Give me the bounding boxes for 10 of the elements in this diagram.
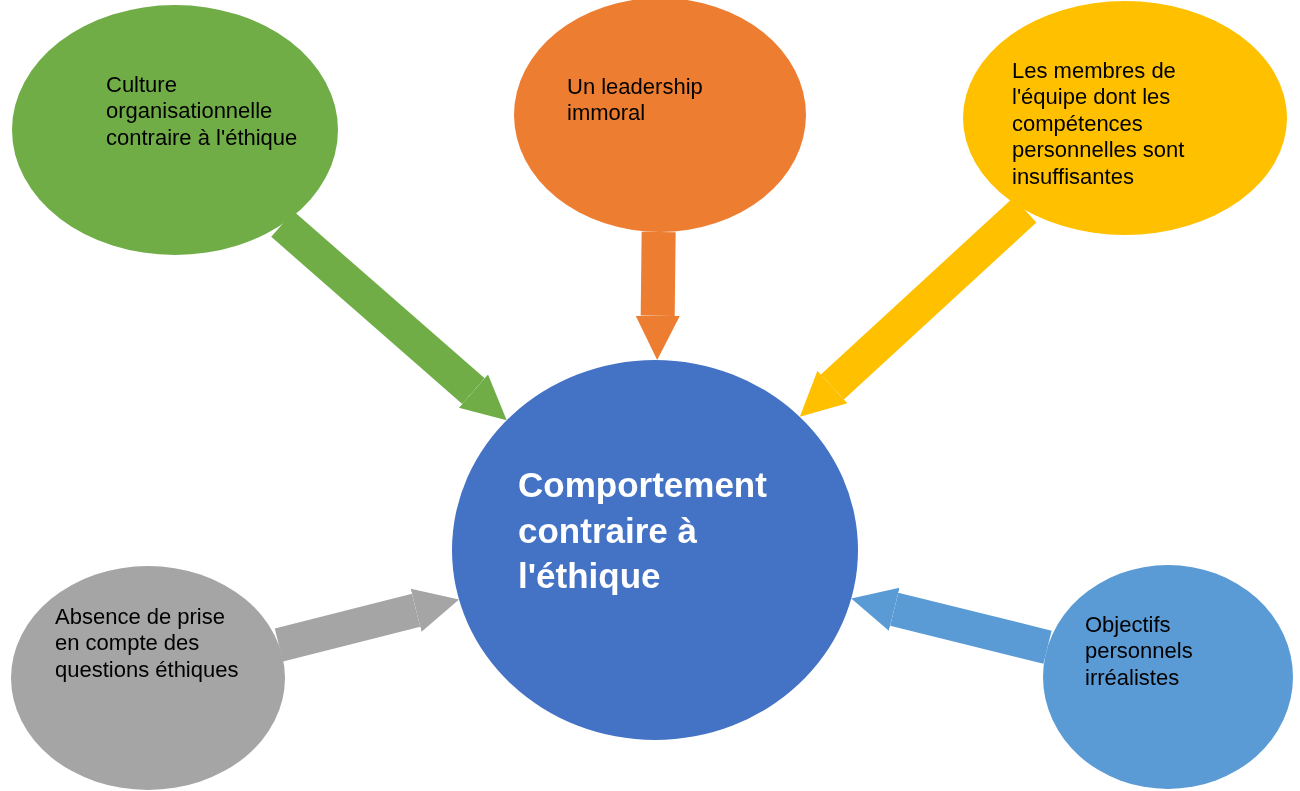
node-label: Absence de prise en compte des questions éthiques bbox=[55, 604, 240, 684]
central-label: Comportement contraire à l'éthique bbox=[518, 464, 768, 597]
node-label: Un leadership immoral bbox=[567, 74, 704, 127]
block-arrow bbox=[271, 211, 507, 421]
block-arrow bbox=[635, 231, 680, 360]
block-arrow bbox=[274, 588, 459, 662]
node-label: Objectifs personnels irréalistes bbox=[1085, 612, 1194, 692]
node-label: Culture organisationnelle contraire à l'éthique bbox=[106, 72, 299, 152]
block-arrow bbox=[851, 587, 1052, 664]
node-label: Les membres de l'équipe dont les compétences personnelles sont insuffisantes bbox=[1012, 58, 1186, 190]
